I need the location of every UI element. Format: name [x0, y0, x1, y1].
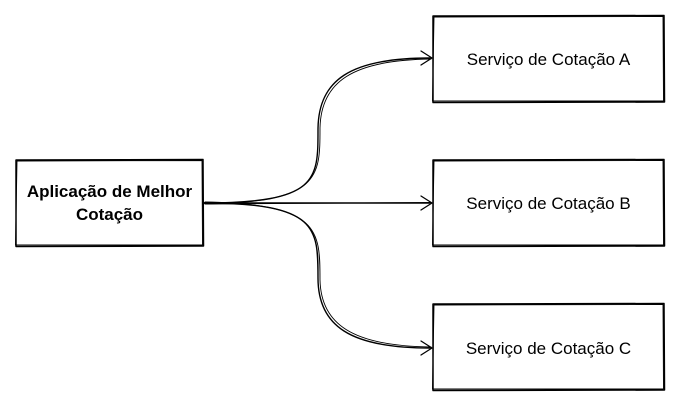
- arrowhead-b: [420, 195, 433, 211]
- edge-app-to-svc-c: [203, 201, 433, 356]
- edge-app-to-svc-b: [203, 195, 433, 211]
- node-app-label-line-1: Aplicação de Melhor: [27, 182, 193, 201]
- node-app[interactable]: Aplicação de Melhor Cotação: [15, 158, 205, 248]
- node-svc-b-label: Serviço de Cotação B: [466, 194, 630, 213]
- node-svc-c[interactable]: Serviço de Cotação C: [432, 302, 666, 392]
- edge-app-to-svc-a: [203, 50, 433, 205]
- node-svc-c-label: Serviço de Cotação C: [466, 339, 631, 358]
- connectors: [203, 50, 433, 356]
- arrowhead-a: [420, 50, 433, 66]
- node-app-label-line-2: Cotação: [76, 205, 143, 224]
- node-svc-a-label: Serviço de Cotação A: [467, 50, 631, 69]
- node-svc-a[interactable]: Serviço de Cotação A: [432, 14, 666, 104]
- node-svc-b[interactable]: Serviço de Cotação B: [432, 158, 666, 248]
- arrowhead-c: [420, 340, 433, 356]
